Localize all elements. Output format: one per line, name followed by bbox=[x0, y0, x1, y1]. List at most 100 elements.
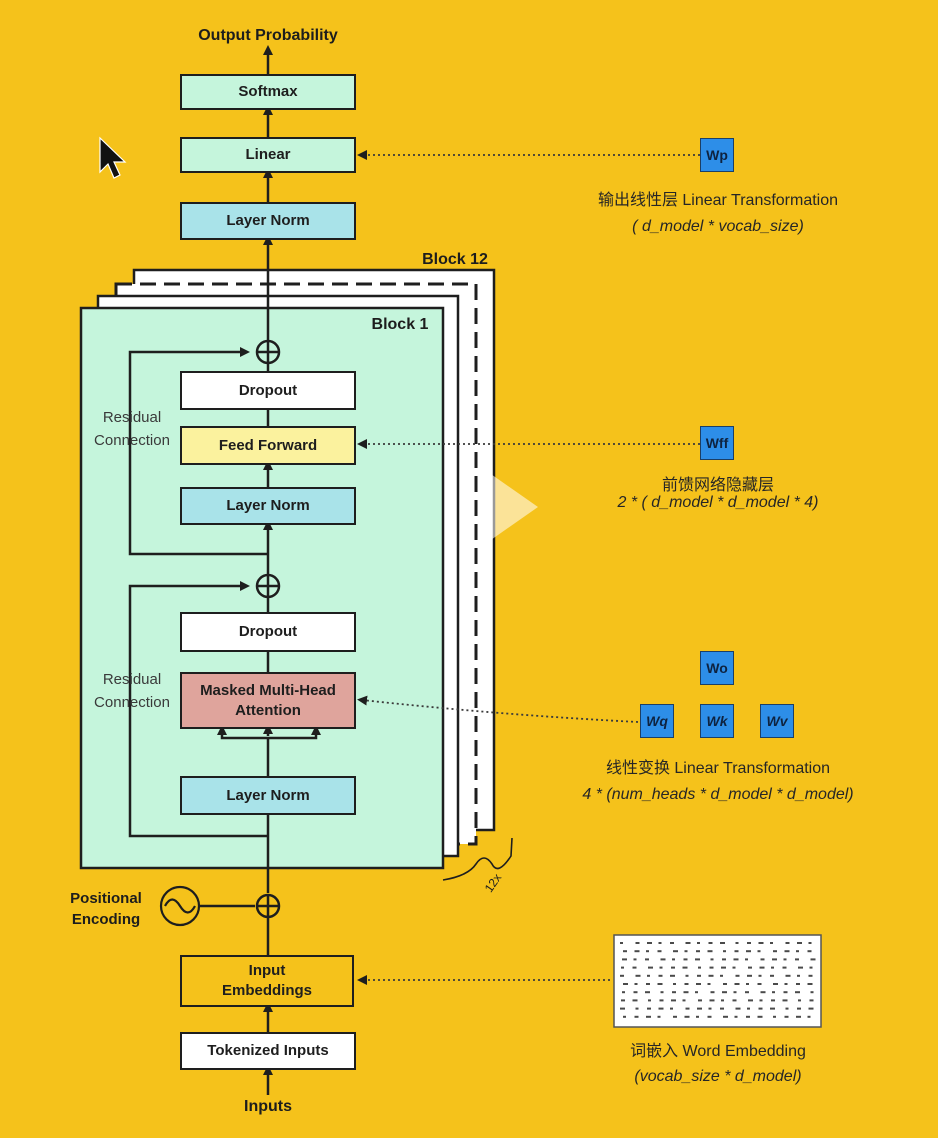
matrix-cell bbox=[735, 942, 739, 944]
note-attn-linear: 线性变换 Linear Transformation bbox=[605, 760, 831, 777]
matrix-cell bbox=[773, 983, 778, 985]
matrix-cell bbox=[634, 1015, 639, 1018]
matrix-cell bbox=[683, 991, 689, 994]
block-12-title: Block 12 bbox=[422, 251, 488, 268]
matrix-cell bbox=[658, 942, 662, 944]
matrix-cell bbox=[773, 1015, 776, 1018]
matrix-cell bbox=[733, 991, 737, 994]
matrix-cell bbox=[746, 950, 751, 953]
matrix-cell bbox=[635, 974, 641, 977]
matrix-cell bbox=[759, 966, 765, 969]
softmax-box: Softmax bbox=[180, 74, 356, 110]
matrix-cell bbox=[760, 991, 766, 994]
matrix-cell bbox=[671, 966, 675, 969]
matrix-cell bbox=[708, 1007, 712, 1010]
weight-wv: Wv bbox=[760, 704, 794, 738]
matrix-cell bbox=[673, 950, 678, 953]
matrix-cell bbox=[647, 974, 650, 977]
matrix-cell bbox=[809, 999, 814, 1002]
matrix-cell bbox=[697, 974, 701, 977]
matrix-cell bbox=[798, 966, 803, 969]
matrix-cell bbox=[683, 958, 688, 961]
matrix-cell bbox=[633, 991, 638, 994]
matrix-cell bbox=[620, 1007, 625, 1010]
matrix-cell bbox=[721, 999, 724, 1002]
output-probability-label: Output Probability bbox=[198, 27, 338, 44]
matrix-cell bbox=[757, 950, 761, 953]
matrix-cell bbox=[684, 1015, 690, 1018]
tokenized-inputs-box: Tokenized Inputs bbox=[180, 1032, 356, 1070]
matrix-cell bbox=[621, 999, 625, 1002]
matrix-cell bbox=[721, 966, 726, 969]
block-1-title: Block 1 bbox=[371, 316, 429, 333]
matrix-cell bbox=[760, 958, 765, 961]
note-output-layer: 输出线性层 Linear Transformation bbox=[597, 192, 839, 209]
matrix-cell bbox=[660, 991, 664, 994]
matrix-cell bbox=[685, 942, 691, 944]
matrix-cell bbox=[770, 942, 773, 944]
matrix-cell bbox=[771, 999, 775, 1002]
matrix-cell bbox=[723, 950, 726, 953]
matrix-cell bbox=[797, 942, 802, 944]
matrix-cell bbox=[720, 1007, 724, 1010]
matrix-cell bbox=[648, 966, 653, 969]
mouse-cursor-icon bbox=[99, 136, 127, 179]
matrix-cell bbox=[635, 1007, 639, 1010]
note-ffn-hidden: 前馈网络隐藏层 bbox=[661, 477, 774, 494]
matrix-cell bbox=[685, 1007, 690, 1010]
matrix-cell bbox=[696, 1015, 699, 1018]
matrix-cell bbox=[795, 958, 799, 961]
matrix-cell bbox=[647, 1007, 651, 1010]
matrix-cell bbox=[796, 1015, 801, 1018]
matrix-cell bbox=[645, 958, 649, 961]
matrix-cell bbox=[707, 1015, 712, 1018]
matrix-cell bbox=[758, 942, 764, 944]
matrix-cell bbox=[735, 974, 740, 977]
matrix-cell bbox=[772, 958, 777, 961]
residual-label-lower: Residual Connection bbox=[84, 668, 180, 714]
matrix-cell bbox=[697, 942, 700, 944]
matrix-cell bbox=[673, 1015, 677, 1018]
matrix-cell bbox=[720, 974, 723, 977]
note-word-embedding: 词嵌入 Word Embedding bbox=[630, 1043, 806, 1060]
matrix-cell bbox=[695, 958, 700, 961]
matrix-cell bbox=[622, 958, 627, 961]
matrix-cell bbox=[808, 1007, 814, 1010]
matrix-cell bbox=[747, 1007, 750, 1010]
matrix-cell bbox=[682, 966, 688, 969]
input-embeddings-line1: Input bbox=[248, 962, 286, 979]
matrix-cell bbox=[708, 974, 714, 977]
matrix-cell bbox=[748, 999, 753, 1002]
matrix-cell bbox=[770, 1007, 775, 1010]
matrix-cell bbox=[672, 991, 676, 994]
matrix-cell bbox=[746, 1015, 750, 1018]
matrix-cell bbox=[645, 991, 650, 994]
matrix-cell bbox=[709, 999, 715, 1002]
matrix-cell bbox=[648, 999, 651, 1002]
matrix-cell bbox=[782, 999, 788, 1002]
residual-upper-line2: Connection bbox=[94, 432, 170, 449]
matrix-cell bbox=[634, 950, 640, 953]
matrix-cell bbox=[758, 974, 762, 977]
matrix-cell bbox=[659, 999, 664, 1002]
matrix-cell bbox=[657, 983, 663, 985]
matrix-cell bbox=[660, 958, 666, 961]
matrix-cell bbox=[757, 1015, 763, 1018]
matrix-cell bbox=[695, 991, 698, 994]
layer-norm-attn-box: Layer Norm bbox=[180, 776, 356, 815]
matrix-cell bbox=[797, 1007, 801, 1010]
note-output-dims: ( d_model * vocab_size) bbox=[632, 218, 804, 235]
matrix-cell bbox=[623, 983, 628, 985]
matrix-cell bbox=[633, 958, 637, 961]
matrix-cell bbox=[657, 950, 662, 953]
positional-encoding-label: Positional Encoding bbox=[56, 888, 156, 930]
matrix-cell bbox=[709, 966, 714, 969]
residual-upper-line1: Residual bbox=[102, 409, 162, 426]
matrix-cell bbox=[620, 974, 624, 977]
matrix-cell bbox=[797, 974, 800, 977]
matrix-cell bbox=[747, 974, 752, 977]
matrix-cell bbox=[670, 942, 674, 944]
matrix-cell bbox=[635, 942, 640, 944]
note-ffn-dims: 2 * ( d_model * d_model * 4) bbox=[617, 494, 819, 511]
matrix-cell bbox=[745, 991, 749, 994]
